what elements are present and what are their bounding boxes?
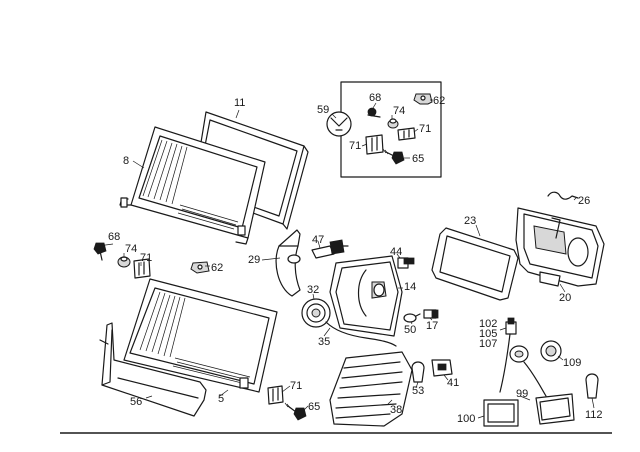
label-35: 35 xyxy=(318,336,330,348)
lamp-socket-32 xyxy=(301,298,331,328)
label-50: 50 xyxy=(404,324,416,336)
label-107: 107 xyxy=(479,338,497,350)
label-5: 5 xyxy=(218,393,224,405)
label-71a: 71 xyxy=(419,123,431,135)
leader-lines xyxy=(97,99,595,419)
label-105: 105 xyxy=(479,328,497,340)
label-99: 99 xyxy=(516,388,528,400)
label-8: 8 xyxy=(123,155,129,167)
nut-74a xyxy=(387,118,399,129)
label-53: 53 xyxy=(412,385,424,397)
bulb-holder-41 xyxy=(431,359,453,377)
wiring-35 xyxy=(325,321,397,347)
bulb-44 xyxy=(397,257,415,269)
bulb-53 xyxy=(411,361,425,383)
clip-62a xyxy=(413,93,433,105)
screw-68b xyxy=(93,242,107,261)
label-68b: 68 xyxy=(108,231,120,243)
label-100: 100 xyxy=(457,413,475,425)
label-62a: 62 xyxy=(433,95,445,107)
screw-65a xyxy=(382,148,405,165)
clip-62b xyxy=(190,261,210,274)
bulb-50 xyxy=(403,313,421,323)
side-marker-100 xyxy=(483,399,519,427)
clip-71c xyxy=(133,258,151,279)
label-71b: 71 xyxy=(349,140,361,152)
clip-71d xyxy=(267,385,284,405)
screw-68a xyxy=(367,107,381,118)
label-112: 112 xyxy=(585,409,603,421)
indicator-lens-38 xyxy=(329,351,413,427)
bulb-112 xyxy=(585,373,599,399)
label-102: 102 xyxy=(479,318,497,330)
reflector-shield-29 xyxy=(275,229,301,297)
fastener-kit-box xyxy=(326,81,442,178)
screw-65b xyxy=(284,402,307,421)
side-marker-99 xyxy=(535,393,575,425)
bulb-47 xyxy=(311,239,349,259)
label-62b: 62 xyxy=(211,262,223,274)
trim-strip-56 xyxy=(99,322,207,417)
label-68a: 68 xyxy=(369,92,381,104)
bulb-17 xyxy=(423,309,439,319)
label-29: 29 xyxy=(248,254,260,266)
lamp-housing-20 xyxy=(515,207,605,287)
label-56: 56 xyxy=(130,396,142,408)
clip-71a xyxy=(397,127,416,141)
label-26: 26 xyxy=(578,195,590,207)
label-11: 11 xyxy=(234,97,245,109)
gasket-23 xyxy=(431,227,519,301)
reflector-housing-14 xyxy=(329,255,403,337)
label-23: 23 xyxy=(464,215,476,227)
label-59: 59 xyxy=(317,104,329,116)
label-47: 47 xyxy=(312,234,324,246)
socket-assembly-102 xyxy=(499,317,547,397)
label-65a: 65 xyxy=(412,153,424,165)
label-65b: 65 xyxy=(308,401,320,413)
clip-71b xyxy=(365,134,384,155)
label-14: 14 xyxy=(404,281,416,293)
label-74a: 74 xyxy=(393,105,405,117)
label-44: 44 xyxy=(390,246,402,258)
label-20: 20 xyxy=(559,292,571,304)
label-71c: 71 xyxy=(140,252,152,264)
seal-109 xyxy=(540,340,562,362)
wire-clip-26 xyxy=(547,191,579,200)
label-32: 32 xyxy=(307,284,319,296)
label-38: 38 xyxy=(390,404,402,416)
headlamp-lens-5 xyxy=(123,278,278,393)
ring-clip-59 xyxy=(326,111,352,137)
label-41: 41 xyxy=(447,377,459,389)
label-71d: 71 xyxy=(290,380,302,392)
nut-74b xyxy=(117,256,131,268)
headlamp-lens-8 xyxy=(119,126,266,245)
part-labels: 11 8 59 68 74 62 71 71 65 23 26 20 68 74… xyxy=(108,92,603,425)
label-109: 109 xyxy=(563,357,581,369)
label-74b: 74 xyxy=(125,243,137,255)
label-17: 17 xyxy=(426,320,438,332)
